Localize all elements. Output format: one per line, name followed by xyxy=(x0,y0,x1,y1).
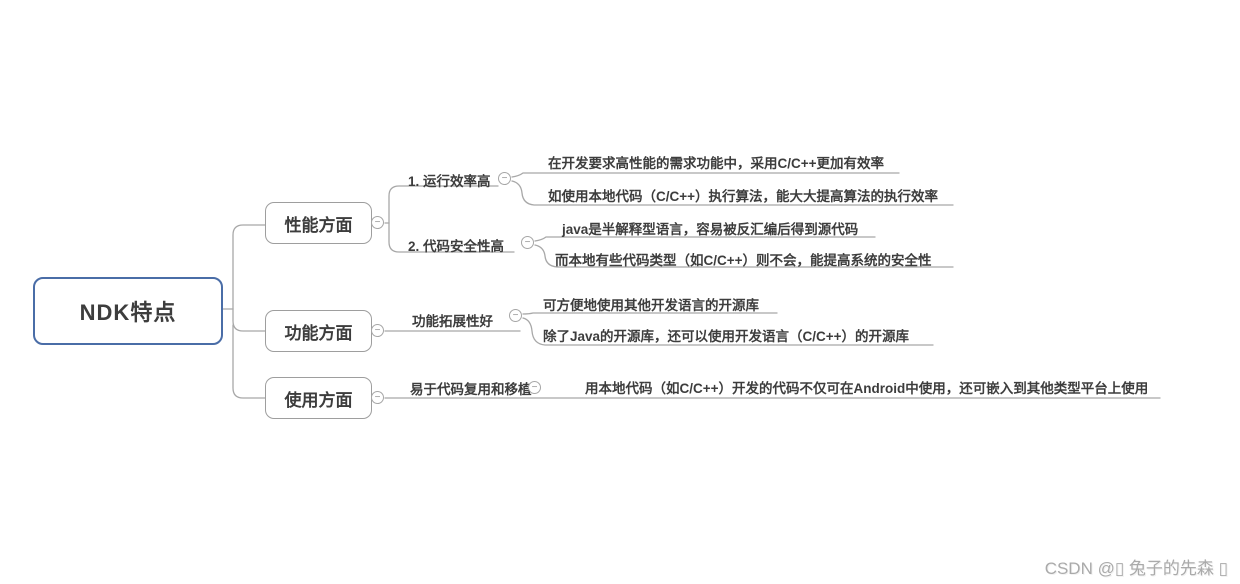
leaf-function-1[interactable]: 可方便地使用其他开发语言的开源库 xyxy=(543,298,759,313)
minus-icon: − xyxy=(524,236,531,248)
link-run-efficiency xyxy=(388,185,499,224)
collapse-button-code-security[interactable]: − xyxy=(521,236,534,249)
root-node[interactable]: NDK特点 xyxy=(33,277,223,345)
leaf-line-6 xyxy=(522,317,934,346)
root-node-label: NDK特点 xyxy=(79,300,177,325)
minus-icon: − xyxy=(374,391,381,403)
collapse-button-run-efficiency[interactable]: − xyxy=(498,172,511,185)
branch-node-performance-label: 性能方面 xyxy=(284,215,353,235)
branch-node-function-label: 功能方面 xyxy=(284,323,353,343)
branch-node-function[interactable]: 功能方面 xyxy=(265,310,372,352)
topic-run-efficiency[interactable]: 1. 运行效率高 xyxy=(408,174,491,189)
trunk-to-usage xyxy=(232,324,267,399)
leaf-performance-1[interactable]: 在开发要求高性能的需求功能中，采用C/C++更加有效率 xyxy=(548,156,885,171)
topic-extensibility[interactable]: 功能拓展性好 xyxy=(412,314,493,329)
leaf-function-2[interactable]: 除了Java的开源库，还可以使用开发语言（C/C++）的开源库 xyxy=(543,329,910,344)
leaf-security-1[interactable]: java是半解释型语言，容易被反汇编后得到源代码 xyxy=(562,222,859,237)
leaf-line-4 xyxy=(534,244,954,268)
minus-icon: − xyxy=(374,216,381,228)
leaf-security-2[interactable]: 而本地有些代码类型（如C/C++）则不会，能提高系统的安全性 xyxy=(555,253,932,268)
collapse-button-reuse-portability[interactable]: − xyxy=(528,381,541,394)
branch-node-usage[interactable]: 使用方面 xyxy=(265,377,372,419)
branch-node-performance[interactable]: 性能方面 xyxy=(265,202,372,244)
collapse-button-function[interactable]: − xyxy=(371,324,384,337)
leaf-usage-1[interactable]: 用本地代码（如C/C++）开发的代码不仅可在Android中使用，还可嵌入到其他… xyxy=(585,381,1149,396)
minus-icon: − xyxy=(374,324,381,336)
minus-icon: − xyxy=(501,172,508,184)
branch-node-usage-label: 使用方面 xyxy=(284,390,353,410)
leaf-line-1 xyxy=(511,172,900,178)
collapse-button-performance[interactable]: − xyxy=(371,216,384,229)
minus-icon: − xyxy=(512,309,519,321)
topic-code-security[interactable]: 2. 代码安全性高 xyxy=(408,239,505,254)
leaf-performance-2[interactable]: 如使用本地代码（C/C++）执行算法，能大大提高算法的执行效率 xyxy=(548,189,939,204)
collapse-button-usage[interactable]: − xyxy=(371,391,384,404)
leaf-line-3 xyxy=(534,236,876,242)
minus-icon: − xyxy=(531,381,538,393)
link-code-security xyxy=(388,222,515,253)
csdn-watermark: CSDN @▯ 兔子的先森 ▯ xyxy=(1044,559,1228,578)
leaf-line-5 xyxy=(522,312,778,315)
trunk-to-function xyxy=(232,308,267,332)
trunk-to-performance xyxy=(232,224,267,310)
leaf-line-2 xyxy=(511,180,954,206)
collapse-button-extensibility[interactable]: − xyxy=(509,309,522,322)
topic-reuse-portability[interactable]: 易于代码复用和移植 xyxy=(410,382,532,397)
